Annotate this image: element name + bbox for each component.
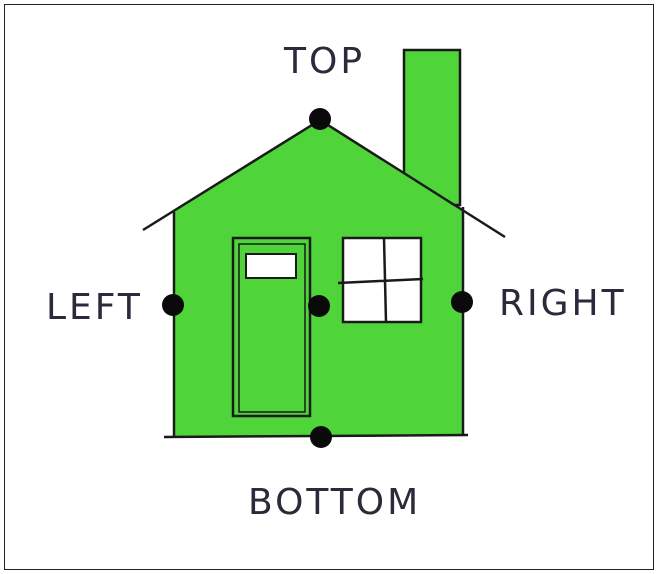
roof-right-edge [319,118,506,239]
roof [174,120,463,212]
window-mullion-horizontal [337,277,424,285]
point-right [451,291,473,313]
point-bottom [310,426,332,448]
label-right: RIGHT [499,283,627,324]
door [231,236,312,418]
roof-left-edge [142,118,321,232]
label-left: LEFT [46,287,143,328]
point-top [309,108,331,130]
door-window [245,253,297,279]
point-center [308,295,330,317]
label-top: TOP [284,41,366,82]
label-bottom: BOTTOM [248,482,422,523]
point-left [162,294,184,316]
door-inner [238,243,306,413]
